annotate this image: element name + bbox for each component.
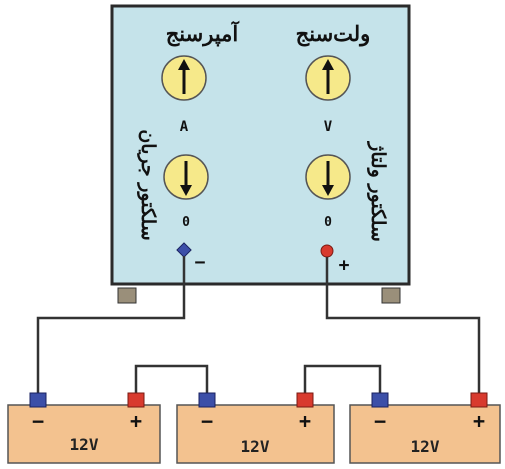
battery-2-negative-post[interactable]	[198, 392, 216, 408]
battery-2: − + 12V	[176, 392, 335, 464]
panel-foot-left	[117, 287, 137, 304]
voltage-selector-label: سلکتور ولتاژ	[367, 140, 389, 242]
battery-3: − + 12V	[349, 392, 501, 464]
ammeter-knob[interactable]	[161, 55, 207, 101]
battery-3-negative-post[interactable]	[371, 392, 389, 408]
panel-foot-right	[381, 287, 401, 304]
panel-negative-sign: −	[195, 252, 206, 273]
battery-1: − + 12V	[7, 392, 161, 464]
battery-1-positive-post[interactable]	[127, 392, 145, 408]
battery-3-negative-sign: −	[374, 409, 386, 433]
voltage-selector-mark: 0	[324, 215, 332, 230]
panel-negative-terminal[interactable]	[176, 242, 192, 258]
current-selector-knob[interactable]	[163, 154, 209, 200]
battery-2-negative-sign: −	[201, 409, 213, 433]
wire-link-1-2	[134, 364, 209, 394]
wires	[36, 256, 481, 394]
battery-1-voltage: 12V	[70, 435, 99, 454]
battery-2-positive-sign: +	[299, 409, 311, 433]
battery-3-voltage: 12V	[411, 437, 440, 456]
voltmeter-knob[interactable]	[305, 55, 351, 101]
panel-positive-terminal[interactable]	[320, 244, 334, 258]
current-selector-mark: 0	[182, 215, 190, 230]
battery-3-positive-sign: +	[473, 409, 485, 433]
battery-1-positive-sign: +	[130, 409, 142, 433]
panel-positive-sign: +	[339, 255, 350, 276]
wire-panel-positive	[325, 257, 481, 394]
battery-2-positive-post[interactable]	[296, 392, 314, 408]
battery-2-voltage: 12V	[241, 437, 270, 456]
wire-panel-negative	[36, 256, 186, 394]
current-selector-label: سلکتور جریان	[137, 129, 159, 240]
tester-panel	[110, 4, 411, 286]
battery-1-negative-post[interactable]	[29, 392, 47, 408]
voltmeter-title: ولت‌سنج	[296, 21, 371, 47]
voltmeter-knob-label: V	[324, 119, 333, 135]
wire-link-2-3	[303, 364, 382, 394]
ammeter-knob-label: A	[180, 119, 189, 135]
ammeter-title: آمپرسنج	[166, 20, 240, 47]
battery-1-negative-sign: −	[32, 409, 44, 433]
battery-3-positive-post[interactable]	[470, 392, 488, 408]
voltage-selector-knob[interactable]	[305, 154, 351, 200]
